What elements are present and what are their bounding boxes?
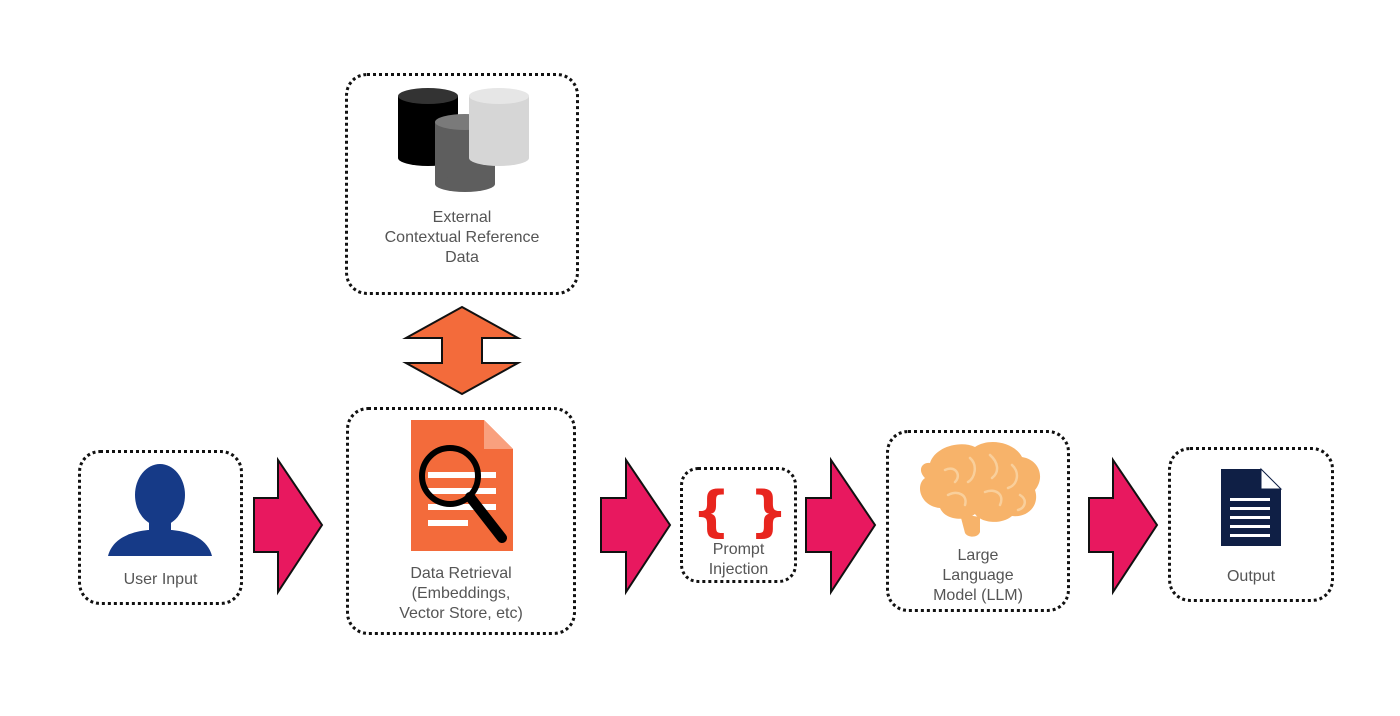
llm-label: Large Language Model (LLM) (933, 547, 1023, 604)
curly-braces-icon: { } (692, 480, 788, 543)
flow-arrow-retrieval-to-prompt (600, 456, 672, 596)
output-label: Output (1226, 568, 1276, 585)
user-silhouette-icon (108, 464, 212, 556)
database-light-cylinder (469, 88, 529, 166)
prompt-injection-node: Prompt Injection (680, 467, 797, 583)
prompt-injection-label: Prompt Injection (708, 541, 769, 578)
database-cylinders-icon (398, 88, 529, 192)
bidirectional-arrow (402, 305, 522, 396)
external-data-label: External Contextual Reference Data (384, 209, 540, 266)
data-retrieval-label: Data Retrieval (Embeddings, Vector Store… (399, 565, 523, 622)
document-icon (1221, 467, 1283, 546)
user-input-label: User Input (123, 571, 198, 588)
flow-arrow-llm-to-output (1088, 456, 1159, 596)
flow-arrow-user-to-retrieval (253, 456, 324, 596)
brain-icon (920, 442, 1041, 537)
user-input-node: User Input (78, 450, 243, 605)
document-search-icon (411, 420, 513, 551)
flow-arrow-prompt-to-llm (805, 456, 877, 596)
